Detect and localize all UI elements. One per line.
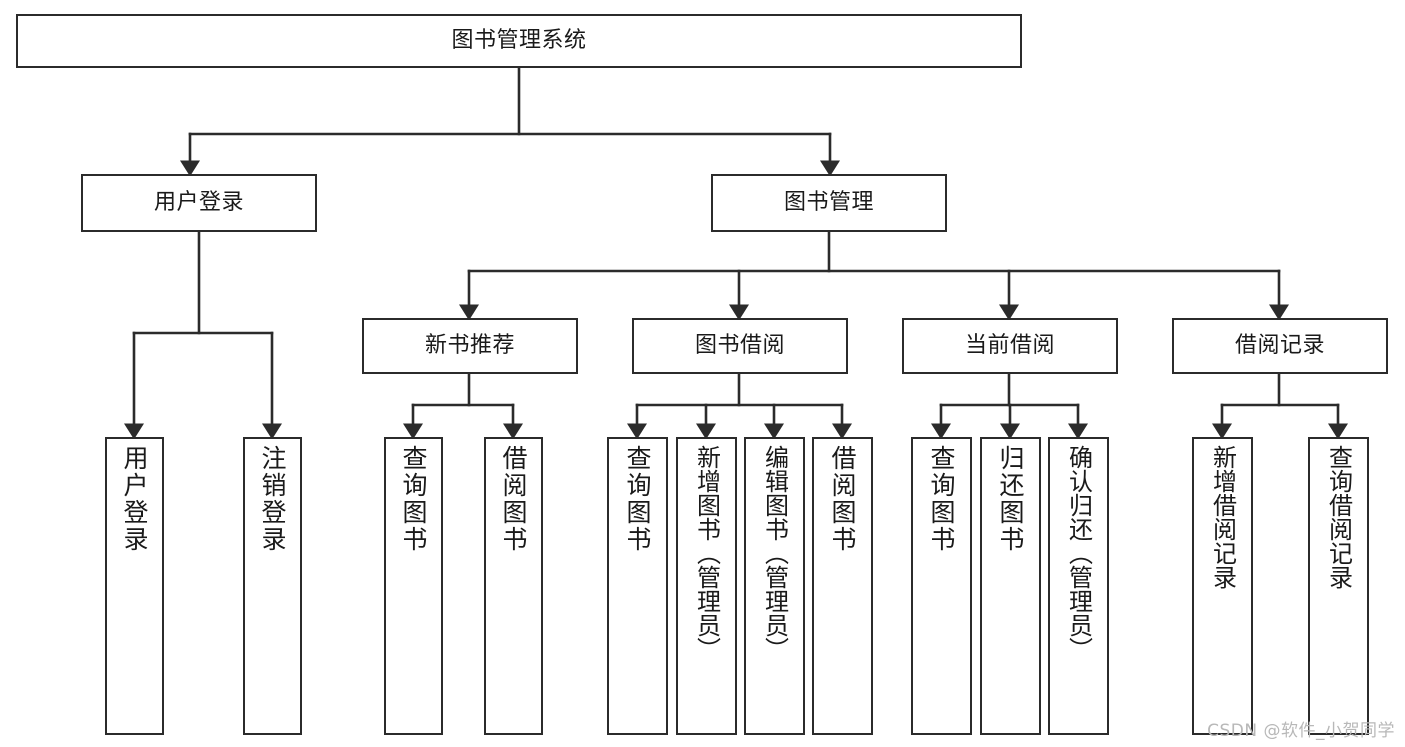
leaf-record-query-borrow-record[interactable]: 查询借阅记录 [1308,437,1369,735]
leaf-current-confirm-return-admin[interactable]: 确认归还（管理员） [1048,437,1109,735]
node-root-system[interactable]: 图书管理系统 [16,14,1022,68]
leaf-newbook-borrow-book[interactable]: 借阅图书 [484,437,543,735]
node-label: 编辑图书（管理员） [760,445,789,661]
node-label: 注销登录 [258,445,287,553]
node-label: 借阅图书 [499,445,528,553]
node-label: 查询图书 [623,445,652,553]
node-label: 归还图书 [996,445,1025,553]
node-book-borrow[interactable]: 图书借阅 [632,318,848,374]
leaf-newbook-query-book[interactable]: 查询图书 [384,437,443,735]
node-label: 图书管理系统 [451,28,587,54]
node-label: 新增图书（管理员） [692,445,721,661]
node-label: 当前借阅 [964,333,1055,359]
leaf-current-return-book[interactable]: 归还图书 [980,437,1041,735]
node-new-book-recommend[interactable]: 新书推荐 [362,318,578,374]
node-label: 图书管理 [783,190,874,216]
node-label: 新增借阅记录 [1208,445,1237,589]
leaf-user-login-signout[interactable]: 注销登录 [243,437,302,735]
node-label: 用户登录 [120,445,149,553]
node-label: 用户登录 [153,190,244,216]
node-book-management[interactable]: 图书管理 [711,174,947,232]
leaf-user-login-signin[interactable]: 用户登录 [105,437,164,735]
leaf-borrow-query-book[interactable]: 查询图书 [607,437,668,735]
leaf-borrow-edit-book-admin[interactable]: 编辑图书（管理员） [744,437,805,735]
node-label: 查询借阅记录 [1324,445,1353,589]
csdn-watermark: CSDN @软件_小贺同学 [1207,721,1395,741]
node-label: 图书借阅 [694,333,785,359]
leaf-current-query-book[interactable]: 查询图书 [911,437,972,735]
leaf-record-add-borrow-record[interactable]: 新增借阅记录 [1192,437,1253,735]
node-label: 确认归还（管理员） [1064,445,1093,661]
leaf-borrow-add-book-admin[interactable]: 新增图书（管理员） [676,437,737,735]
node-label: 借阅图书 [828,445,857,553]
node-label: 查询图书 [399,445,428,553]
node-borrow-record[interactable]: 借阅记录 [1172,318,1388,374]
node-label: 借阅记录 [1234,333,1325,359]
node-label: 新书推荐 [424,333,515,359]
node-user-login[interactable]: 用户登录 [81,174,317,232]
node-current-borrow[interactable]: 当前借阅 [902,318,1118,374]
leaf-borrow-borrow-book[interactable]: 借阅图书 [812,437,873,735]
node-label: 查询图书 [927,445,956,553]
